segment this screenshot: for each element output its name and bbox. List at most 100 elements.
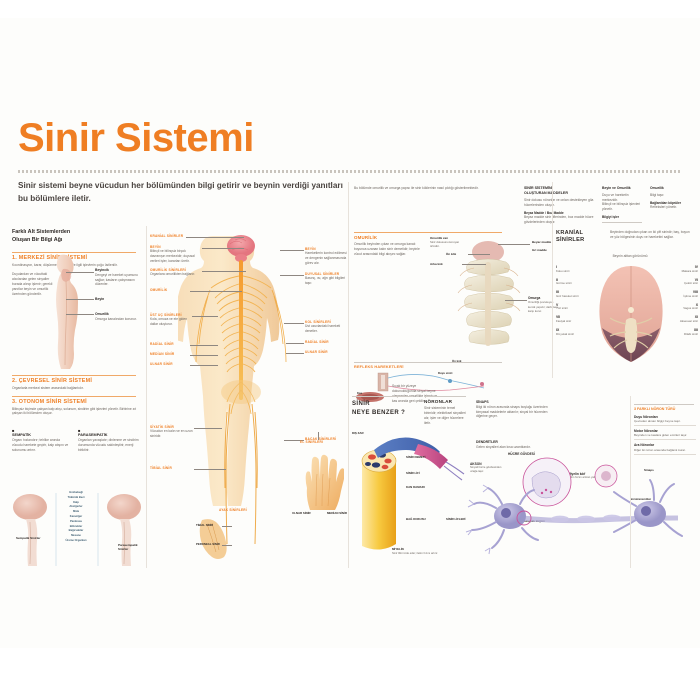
- cranial-nerve-name: Fasiyal sinir: [556, 318, 572, 323]
- section-1-heading: 1. MERKEZİ SİNİR SİSTEMİ: [12, 255, 144, 261]
- section-3-title: OTONOM SİNİR SİSTEMİ: [18, 399, 87, 405]
- synapse-zoom-illustration: [522, 457, 572, 507]
- neuron-heading: NÖRONLAR: [424, 399, 453, 404]
- cranial-nerve-number: II: [556, 277, 558, 282]
- tr3-item-2: Refleksleri yönetir.: [650, 204, 677, 209]
- leader-line: [280, 250, 304, 251]
- cranial-nerve-name: Yüz siniri: [556, 306, 568, 311]
- neuron-sub-title: AKSON: [470, 462, 482, 466]
- figure-label-radial: RADİAL SİNİR: [150, 342, 190, 346]
- cranial-nerve-name: Görme siniri: [556, 281, 572, 286]
- leader-line: [66, 272, 94, 273]
- leader-line: [280, 275, 304, 276]
- cranial-nerve-number: XII: [693, 327, 698, 332]
- tr1-heading1: SİNİR SİSTEMİNİ: [524, 186, 553, 190]
- tr3-sub-title: Bağlantıları köprüler: [650, 200, 681, 205]
- leader-line: [318, 432, 319, 440]
- figure-label-title: SİYATİK SİNİR: [150, 425, 175, 429]
- nerve-label-title: MİYELİN: [392, 547, 404, 551]
- neuron-cellbody-block: HÜCRE GÖVDESİ: [508, 452, 544, 456]
- reflex-rule: [354, 362, 502, 363]
- leader-line: [284, 440, 304, 441]
- neuron-intro: Sinir sisteminin temel birimidir; elektr…: [424, 406, 466, 425]
- figure-label-text: Basınç, ısı, ağrı gibi bilgileri taşır.: [305, 276, 346, 286]
- cranial-nerve-number: X: [695, 302, 698, 307]
- nerve-label-kan-damari: KAN DAMARI: [406, 485, 425, 489]
- spinal-intro: Bu bölümde omurilik ve omurga yapısı ile…: [354, 186, 479, 190]
- leader-line: [284, 323, 304, 324]
- nerve-cross-section-illustration: [361, 437, 465, 550]
- cranial-nerve-number: IX: [556, 327, 560, 332]
- neuron-sub-text: İletim hızını artıran yalıtkan tabakadır…: [568, 476, 613, 480]
- subsection-parasempatik-title: PARASEMPATİK: [78, 433, 108, 437]
- neuron-sub-text: Gelen sinyalleri alan kısa uzantılardır.: [476, 444, 531, 449]
- cranial-note: Beyinden doğrudan çıkan on iki çift sini…: [610, 230, 690, 239]
- leader-line: [194, 469, 226, 470]
- leader-line: [468, 254, 490, 255]
- spinal-rule: [354, 232, 502, 233]
- spinal-label-omurga: Omurga Omuriliği çevreleyen kemik yapıdı…: [528, 296, 560, 313]
- nerve-label-bag-dokusu: BAĞ DOKUSU: [406, 517, 426, 521]
- neuron-sub-text: Sinyali hücre gövdesinden uzağa taşır.: [470, 466, 502, 474]
- section-3-heading: 3. OTONOM SİNİR SİSTEMİ: [12, 399, 144, 405]
- tr3-heading: Omurilik: [650, 186, 664, 190]
- cranial-nerve-name: Vagus siniri: [683, 306, 698, 311]
- neuron-label-notransmitter: Nörotransmitter: [630, 497, 652, 501]
- nerve-heading-line1: SİNİR: [352, 401, 371, 407]
- organ-chain-item: Gözbebeği: [69, 491, 83, 494]
- section-1-title: MERKEZİ SİNİR SİSTEMİ: [18, 255, 88, 262]
- organ-chain-item: Mesane: [71, 534, 81, 538]
- figure-label-text: Üst uzuvlardaki hareketi denetler.: [305, 324, 341, 334]
- autonomic-diagram: [13, 493, 141, 566]
- section-2-heading: 2. ÇEVRESEL SİNİR SİSTEMİ: [12, 378, 144, 384]
- cranial-nerve-name: Çekici sinir: [684, 281, 698, 286]
- spinal-heading: OMURİLİK: [354, 235, 378, 240]
- section-autonomic-nervous-system: 3. OTONOM SİNİR SİSTEMİ Bilinçsiz biçimd…: [12, 396, 144, 416]
- leader-line: [190, 345, 218, 346]
- tr1-heading2: OLUŞTURAN MADDELER: [524, 190, 568, 195]
- column-divider-4: [146, 226, 147, 568]
- leader-line: [222, 545, 232, 546]
- tr2-rule: [602, 221, 642, 223]
- neurotransmitter-zoom-illustration: [594, 464, 618, 488]
- leader-line: [194, 428, 222, 429]
- callout-beyincik-text: Dengeyi ve hareket uyumunu sağlar; kasla…: [95, 272, 138, 287]
- cranial-nerve-number: VI: [694, 277, 698, 282]
- poster-sheet: [0, 18, 700, 648]
- organ-chain-item: Böbrekler: [69, 524, 83, 528]
- spinal-label-zar: Omurilik zarı Sinir dokusunu koruyan ört…: [430, 236, 468, 248]
- leader-line: [186, 237, 244, 238]
- tr2-sub-title: Bilgiyi işler: [602, 215, 620, 220]
- organ-chain-item: Üreme Organları: [65, 538, 87, 542]
- top-right-col-1: SİNİR SİSTEMİNİ OLUŞTURAN MADDELER Sinir…: [524, 186, 596, 225]
- leader-line: [190, 365, 218, 366]
- callout-beyin-label: Beyin: [95, 297, 105, 301]
- neuron-type-title: Ara Nöronlar: [634, 443, 655, 448]
- figure-label-tibial: TİBİAL SİNİR: [150, 466, 194, 470]
- foot-label-peroneal: PERONEAL SİNİR: [196, 542, 220, 546]
- figure-label-beyin: BEYİN Bilinçli ve bilinçsiz birçok davra…: [150, 245, 202, 264]
- spinal-label-text: Sinir dokusunu koruyan örtüdür.: [430, 240, 460, 249]
- figure-label-title: MEDİAN SİNİR: [150, 352, 175, 356]
- spinal-label-beyaz-madde: Beyaz madde: [532, 240, 552, 244]
- organ-chain-item: Tükürük Bezi: [67, 495, 85, 499]
- figure-label-title: RADİAL SİNİR: [305, 340, 329, 344]
- neuron-type-title: Motor Nöronlar: [634, 429, 658, 434]
- figure-label-text: Bilinçli ve bilinçsiz birçok davranışın …: [150, 249, 195, 264]
- figure-right-ulnar: ULNAR SİNİR: [305, 350, 347, 354]
- figure-label-omurilik-sinirleri: OMURİLİK SİNİRLERİ Organlara omurilikten…: [150, 268, 202, 277]
- reflex-panel: REFLEKS HAREKETLERİ: [354, 362, 504, 369]
- left-intro-line2: Oluşan Bir Bilgi Ağı: [12, 237, 63, 244]
- figure-label-title: KOL SİNİRLERİ: [305, 320, 331, 324]
- neuron-rule: [424, 396, 466, 397]
- hand-caption: EL SİNİRLERİ: [300, 440, 324, 444]
